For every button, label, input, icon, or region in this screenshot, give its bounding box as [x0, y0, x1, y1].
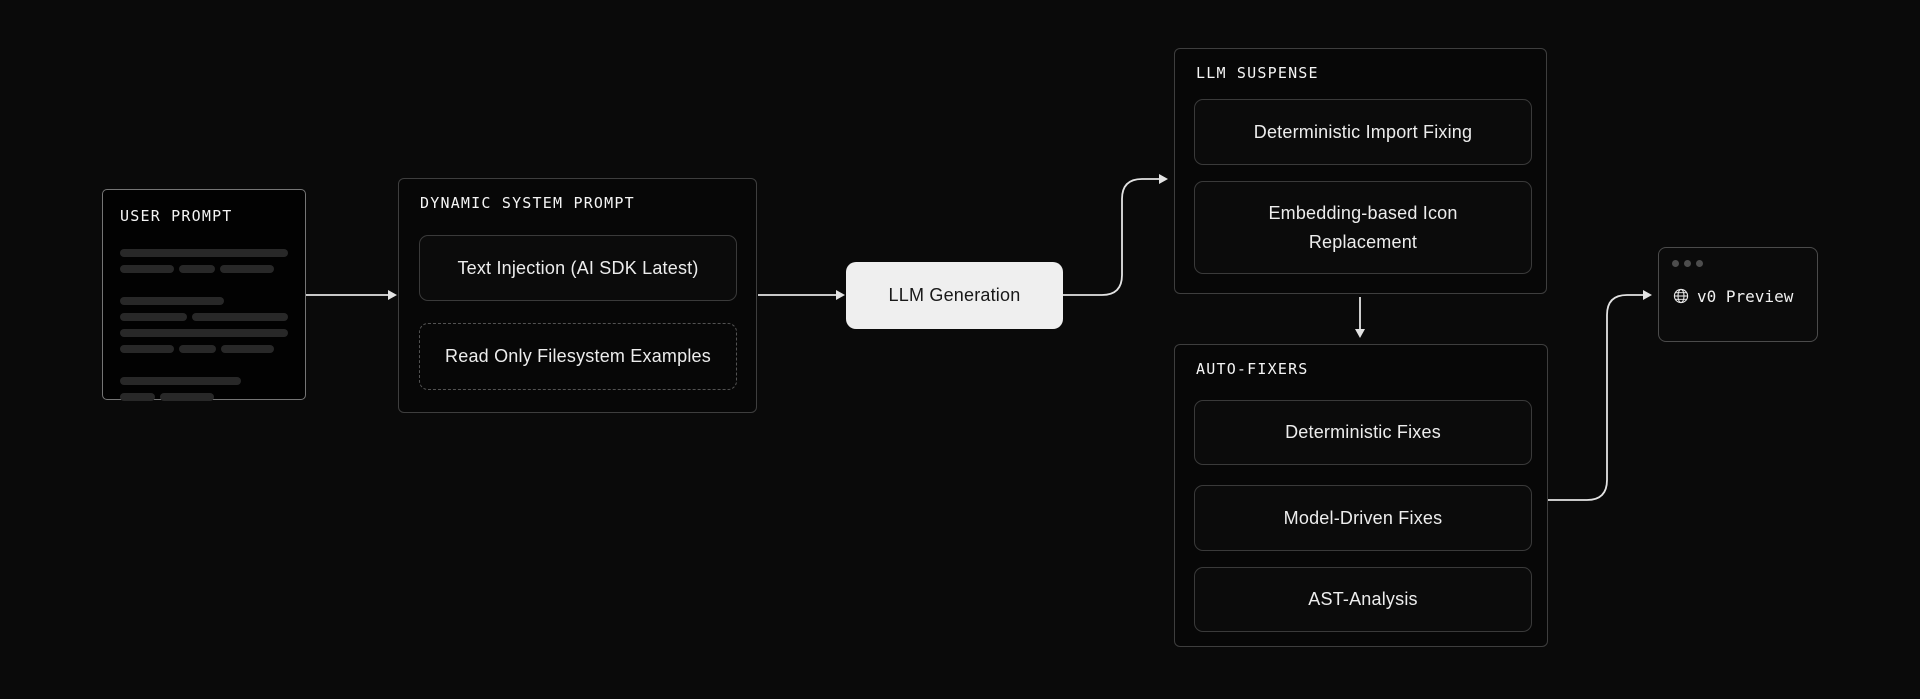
node-user-prompt: USER PROMPT	[102, 189, 306, 401]
item-label: Text Injection (AI SDK Latest)	[457, 257, 699, 278]
window-dot	[1696, 260, 1703, 267]
arrow-auto-fixers-to-v0-preview	[1548, 290, 1652, 501]
item-embedding-based-icon-replacement: Embedding-based Icon Replacement	[1194, 181, 1532, 274]
globe-icon	[1673, 288, 1689, 304]
skeleton-line	[120, 265, 288, 273]
skeleton-line	[120, 345, 288, 353]
skeleton-line	[120, 313, 288, 321]
node-dynamic-system-prompt: DYNAMIC SYSTEM PROMPT Text Injection (AI…	[398, 178, 757, 413]
item-text-injection: Text Injection (AI SDK Latest)	[419, 235, 737, 301]
skeleton-line	[120, 377, 288, 385]
item-label: Deterministic Import Fixing	[1253, 121, 1473, 142]
arrow-llm-suspense-to-auto-fixers	[1355, 297, 1365, 338]
browser-window-dots	[1672, 260, 1703, 267]
item-label: Embedding-based Icon Replacement	[1268, 202, 1458, 252]
preview-label-row: v0 Preview	[1673, 286, 1793, 306]
item-ast-analysis: AST-Analysis	[1194, 567, 1532, 632]
item-deterministic-fixes: Deterministic Fixes	[1194, 400, 1532, 465]
node-auto-fixers: AUTO-FIXERS Deterministic Fixes Model-Dr…	[1174, 344, 1548, 647]
window-dot	[1672, 260, 1679, 267]
skeleton-line	[120, 393, 288, 401]
llm-generation-label: LLM Generation	[888, 285, 1021, 305]
node-v0-preview: v0 Preview	[1658, 247, 1818, 342]
skeleton-line	[120, 297, 288, 305]
item-label: Model-Driven Fixes	[1283, 507, 1443, 528]
item-label: AST-Analysis	[1308, 589, 1418, 609]
skeleton-line	[120, 249, 288, 257]
window-dot	[1684, 260, 1691, 267]
item-label: Read Only Filesystem Examples	[445, 346, 711, 366]
node-llm-suspense: LLM SUSPENSE Deterministic Import Fixing…	[1174, 48, 1547, 294]
item-deterministic-import-fixing: Deterministic Import Fixing	[1194, 99, 1532, 165]
v0-preview-label: v0 Preview	[1697, 286, 1794, 306]
node-llm-generation: LLM Generation	[846, 262, 1063, 329]
dynamic-system-prompt-title: DYNAMIC SYSTEM PROMPT	[420, 194, 635, 212]
item-model-driven-fixes: Model-Driven Fixes	[1194, 485, 1532, 551]
item-label: Deterministic Fixes	[1285, 422, 1441, 442]
skeleton-line	[120, 329, 288, 337]
user-prompt-title: USER PROMPT	[120, 207, 233, 225]
arrow-llm-generation-to-llm-suspense	[1063, 174, 1168, 296]
llm-suspense-title: LLM SUSPENSE	[1196, 64, 1319, 82]
arrow-user-prompt-to-dynamic	[306, 290, 397, 300]
arrow-dynamic-to-llm-generation	[758, 290, 845, 300]
auto-fixers-title: AUTO-FIXERS	[1196, 360, 1309, 378]
prompt-text-skeleton	[120, 249, 288, 401]
item-read-only-filesystem-examples: Read Only Filesystem Examples	[419, 323, 737, 390]
